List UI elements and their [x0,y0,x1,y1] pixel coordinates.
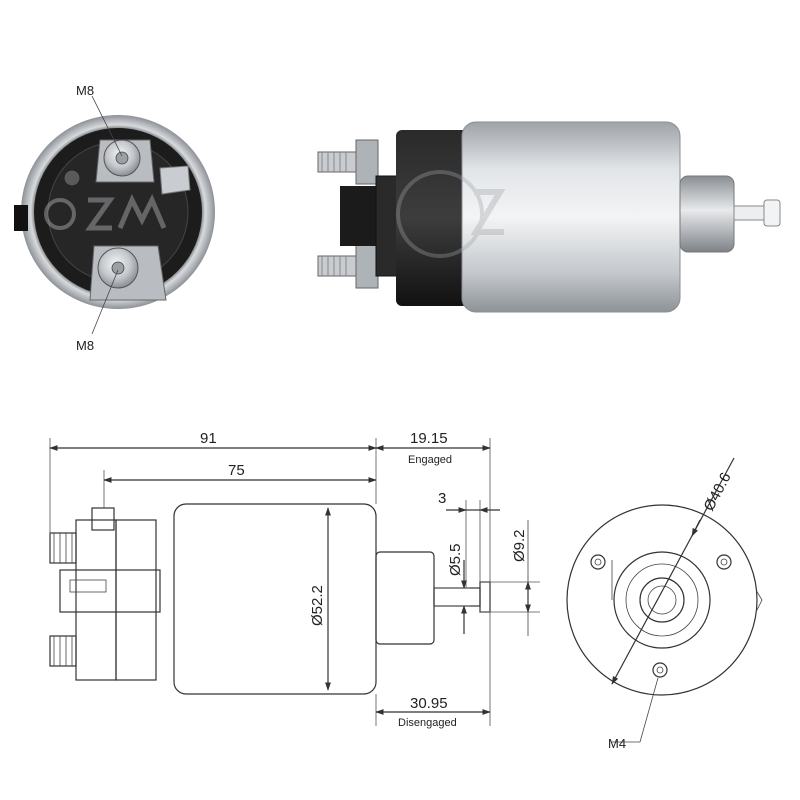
upper-stud [317,139,379,185]
dim-body-diameter: Ø52.2 [309,585,326,626]
side-view-photo [317,121,781,313]
terminal-housing-outline [75,519,117,681]
dim-plunger-engaged: 19.15 [410,430,448,447]
solenoid-housing [461,121,681,313]
boss-circle [613,551,711,649]
body-outline [173,503,377,695]
side-tab [14,205,28,231]
black-end-cap [396,130,468,306]
boss-outline [375,551,435,645]
plunger-circle [639,577,685,623]
shaft-outline [433,587,481,607]
dim-body-length: 75 [228,462,245,479]
front-technical-drawing: Ø40.6 M4 [566,457,763,751]
dim-bolt-circle: Ø40.6 [701,470,735,514]
mount-hole-3 [652,662,668,678]
dim-shaft-diameter: Ø5.5 [447,543,464,576]
bottom-terminal [89,245,167,301]
top-terminal [95,139,191,195]
m4-leader [639,677,659,743]
lower-stud [317,243,379,289]
dim-line-40-6 [611,457,735,685]
tip-outline [479,581,491,613]
top-m8-leader [91,95,123,157]
dim-plunger-disengaged: 30.95 [410,695,448,712]
plunger-tip [763,199,781,227]
m4-label: M4 [608,736,626,751]
end-view-photo: M8 M8 [14,83,215,353]
disengaged-label: Disengaged [398,717,457,729]
engaged-label: Engaged [408,454,452,466]
mount-hole-2 [716,554,732,570]
bottom-m8-label: M8 [76,338,94,353]
dim-plunger-step: 3 [438,490,446,507]
connector-outline [59,569,161,613]
zm-watermark-logo-2 [396,170,506,258]
zm-watermark-logo [44,194,167,231]
dim-tip-diameter: Ø9.2 [511,529,528,562]
top-m8-label: M8 [76,83,94,98]
bottom-m8-leader [91,269,119,335]
mount-hole-1 [590,554,606,570]
side-technical-drawing: 91 19.15 Engaged 75 3 Ø5.5 Ø9.2 Ø52.2 30… [49,430,540,729]
plunger-shaft [733,205,769,221]
dim-overall-length: 91 [200,430,217,447]
flange-outline [566,504,758,696]
plunger-boss [679,175,735,253]
